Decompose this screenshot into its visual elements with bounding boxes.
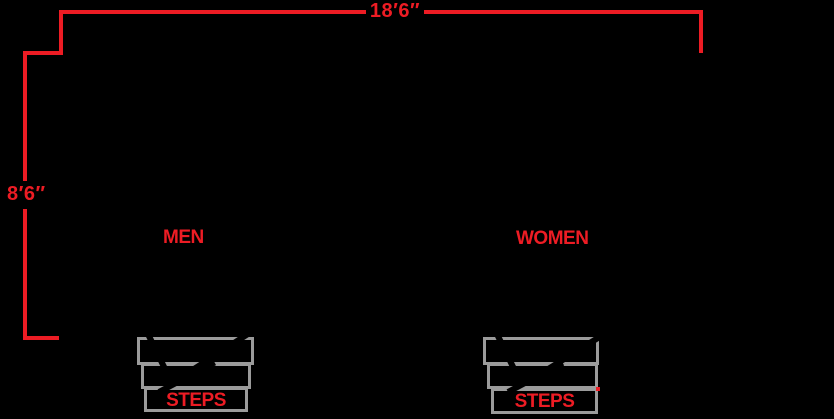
top-dimension-tick-right: [699, 10, 703, 53]
top-dimension-line-left: [59, 10, 366, 14]
top-dimension-line-right: [424, 10, 703, 14]
top-dimension-tick-left: [59, 10, 63, 55]
room-label-men: MEN: [163, 227, 204, 248]
steps-left-label: STEPS: [166, 390, 226, 411]
left-dimension-tick-top: [23, 51, 63, 55]
room-label-women: WOMEN: [516, 228, 589, 249]
left-dimension-line-upper: [23, 51, 27, 181]
steps-left-tread-3: STEPS: [144, 387, 248, 412]
left-dimension-line-lower: [23, 209, 27, 340]
steps-right-tread-3: STEPS: [491, 388, 598, 414]
left-dimension-label: 8′6″: [7, 183, 46, 205]
top-dimension-label: 18′6″: [369, 0, 421, 22]
steps-right-label: STEPS: [514, 391, 575, 412]
steps-right-tread-2: [487, 363, 598, 389]
stray-red-mark: [596, 387, 600, 391]
left-dimension-tick-bottom: [23, 336, 59, 340]
